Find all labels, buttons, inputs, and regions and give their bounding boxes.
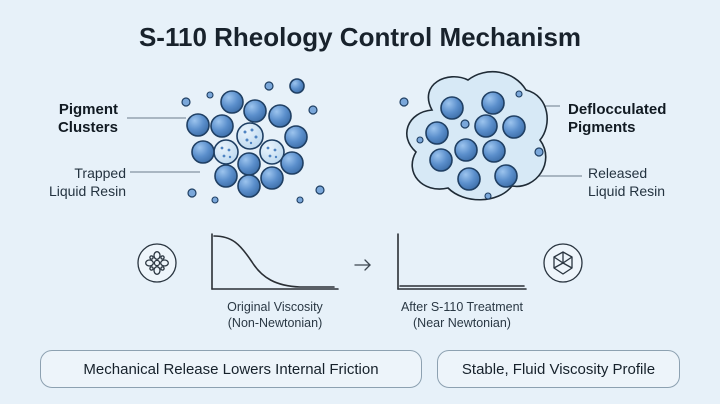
transition-arrow <box>354 259 371 271</box>
hexagon-network-icon <box>543 243 583 283</box>
mechanical-release-pill: Mechanical Release Lowers Internal Frict… <box>40 350 422 388</box>
pigment-clusters-label-line2: Clusters <box>57 119 118 136</box>
original-viscosity-caption-line1: Original Viscosity <box>227 300 323 314</box>
deflocculated-pigments-label-line2: Pigments <box>568 119 636 136</box>
after-treatment-caption-line1: After S-110 Treatment <box>400 300 524 314</box>
original-viscosity-curve <box>213 235 335 288</box>
after-treatment-curve-plot <box>397 233 527 290</box>
original-viscosity-curve-plot <box>211 233 339 290</box>
trapped-resin-label-line2: Liquid Resin <box>48 183 126 199</box>
trapped-resin-label-line1: Trapped <box>74 165 126 181</box>
trapped-resin-dots <box>220 128 278 159</box>
deflocculated-pigments-label: Deflocculated Pigments <box>568 101 678 137</box>
deflocculated-pigments-label-line1: Deflocculated <box>568 101 667 118</box>
released-resin-label: Released Liquid Resin <box>588 164 678 200</box>
stable-viscosity-pill: Stable, Fluid Viscosity Profile <box>437 350 680 388</box>
trapped-resin-label: Trapped Liquid Resin <box>40 164 126 200</box>
released-resin-label-line2: Liquid Resin <box>588 183 666 199</box>
pigment-clusters-label: Pigment Clusters <box>54 101 118 137</box>
after-treatment-caption-line2: (Near Newtonian) <box>413 316 511 330</box>
deflocculated-pigments-graphic <box>399 90 544 200</box>
released-resin-label-line1: Released <box>588 165 648 181</box>
original-viscosity-caption: Original Viscosity (Non-Newtonian) <box>205 299 345 331</box>
pigment-cluster-graphic <box>181 78 325 204</box>
page-title: S-110 Rheology Control Mechanism <box>138 22 582 52</box>
flower-molecule-icon <box>137 243 177 283</box>
original-viscosity-caption-line2: (Non-Newtonian) <box>227 316 323 330</box>
after-treatment-caption: After S-110 Treatment (Near Newtonian) <box>382 299 542 331</box>
pigment-clusters-label-line1: Pigment <box>58 101 118 118</box>
